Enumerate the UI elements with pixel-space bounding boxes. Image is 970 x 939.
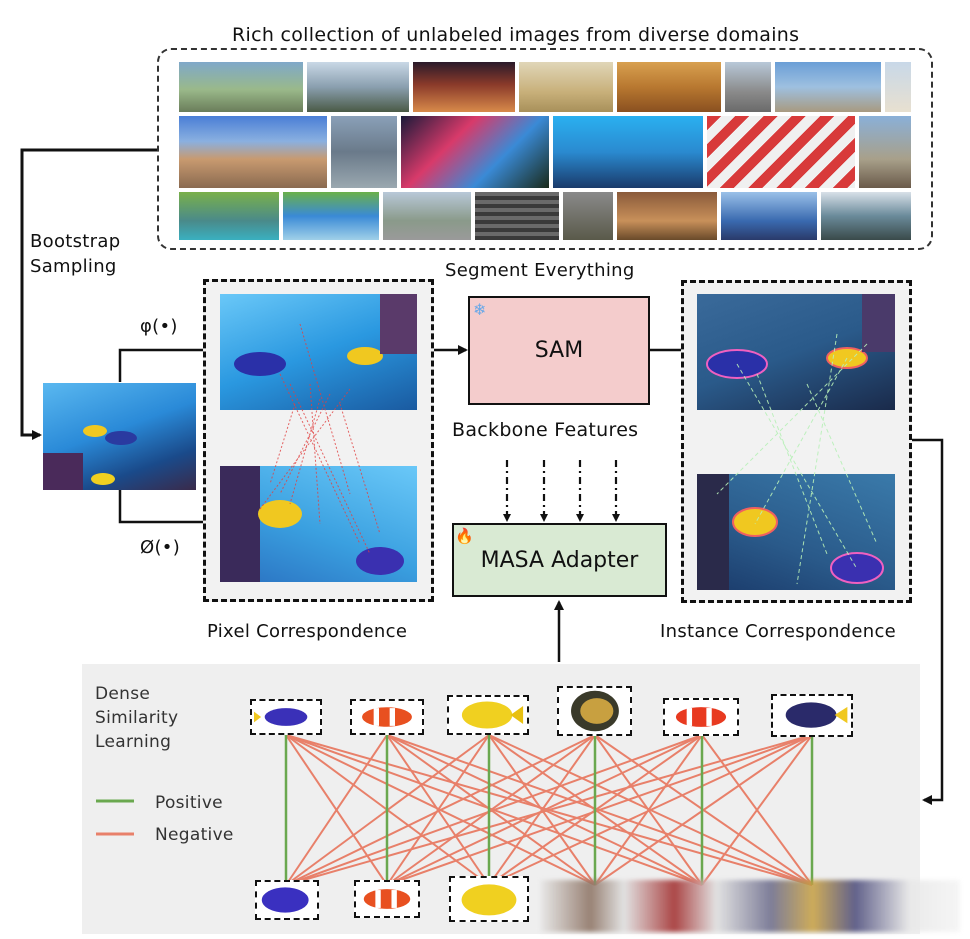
legend-negative-swatch <box>96 832 134 836</box>
watermark-blur <box>540 880 960 932</box>
collection-image <box>884 61 912 113</box>
fish-crop-bottom <box>449 876 529 922</box>
collection-image <box>412 61 516 113</box>
varnothing-label: Ø(•) <box>140 537 181 558</box>
collection-image <box>706 115 856 189</box>
collection-image <box>178 115 328 189</box>
instance-view-top <box>697 294 895 410</box>
collection-image <box>178 61 304 113</box>
legend-positive-label: Positive <box>155 793 223 813</box>
masa-adapter-label: MASA Adapter <box>480 547 639 573</box>
flame-icon: 🔥 <box>455 527 474 545</box>
bootstrap-label-line2: Sampling <box>30 256 117 277</box>
clownfish-icon <box>363 889 411 909</box>
blue-tang-icon <box>254 708 308 726</box>
fish-scene-icon <box>220 466 404 582</box>
pixel-view-top <box>220 294 417 410</box>
pixel-correspondence-label: Pixel Correspondence <box>207 621 408 642</box>
sam-block: SAM <box>468 296 650 405</box>
collection-image <box>616 61 722 113</box>
collection-image <box>178 191 280 241</box>
fish-crop-bottom <box>354 880 420 918</box>
blue-tang-icon <box>261 887 309 913</box>
instance-correspondence-lines <box>716 333 878 585</box>
clownfish-icon <box>675 707 727 727</box>
collection-image <box>306 61 410 113</box>
collection-image <box>720 191 818 241</box>
fish-scene-icon <box>697 474 884 590</box>
fish-crop-top <box>771 694 853 737</box>
clownfish-icon <box>362 707 412 727</box>
collection-image <box>616 191 718 241</box>
collection-image <box>474 191 560 241</box>
collection-image <box>724 61 772 113</box>
image-collection-grid <box>178 61 912 241</box>
dark-fish-icon <box>571 690 619 732</box>
dense-label-line2: Similarity <box>95 708 179 728</box>
instance-correspondence-label: Instance Correspondence <box>660 621 897 642</box>
collection-image <box>858 115 912 189</box>
snowflake-icon: ❄ <box>473 300 487 319</box>
sam-label: SAM <box>534 338 584 363</box>
fish-scene-icon <box>234 294 417 376</box>
fish-crop-top <box>350 699 424 735</box>
image-collection-frame <box>157 48 933 250</box>
legend-negative-label: Negative <box>155 825 234 845</box>
fish-scene-icon <box>43 425 137 490</box>
pixel-correspondence-lines <box>259 323 381 555</box>
collection-image <box>820 191 912 241</box>
segment-everything-label: Segment Everything <box>445 260 635 281</box>
collection-image <box>552 115 704 189</box>
yellow-tang-icon <box>461 701 524 729</box>
masa-adapter-block: MASA Adapter <box>452 523 667 597</box>
fish-crop-top <box>663 698 739 736</box>
phi-label: φ(•) <box>140 316 178 337</box>
collection-title: Rich collection of unlabeled images from… <box>232 24 800 46</box>
collection-image <box>562 191 614 241</box>
source-image <box>43 383 196 490</box>
dense-label-line1: Dense <box>95 684 151 704</box>
fish-crop-bottom <box>255 880 319 920</box>
bootstrap-label-line1: Bootstrap <box>30 231 121 252</box>
collection-image <box>518 61 614 113</box>
collection-image <box>282 191 380 241</box>
instance-view-bottom <box>697 474 895 590</box>
legend-positive-swatch <box>96 799 134 803</box>
dense-label-line3: Learning <box>95 732 172 752</box>
collection-image <box>774 61 882 113</box>
collection-image <box>400 115 550 189</box>
collection-image <box>382 191 472 241</box>
blue-tang-icon <box>785 702 848 728</box>
collection-image <box>330 115 398 189</box>
fish-crop-top <box>557 686 632 736</box>
yellow-tang-icon <box>461 884 517 916</box>
fish-crop-top <box>447 695 529 735</box>
pixel-view-bottom <box>220 466 417 582</box>
fish-crop-top <box>250 699 322 735</box>
backbone-features-label: Backbone Features <box>452 419 639 441</box>
